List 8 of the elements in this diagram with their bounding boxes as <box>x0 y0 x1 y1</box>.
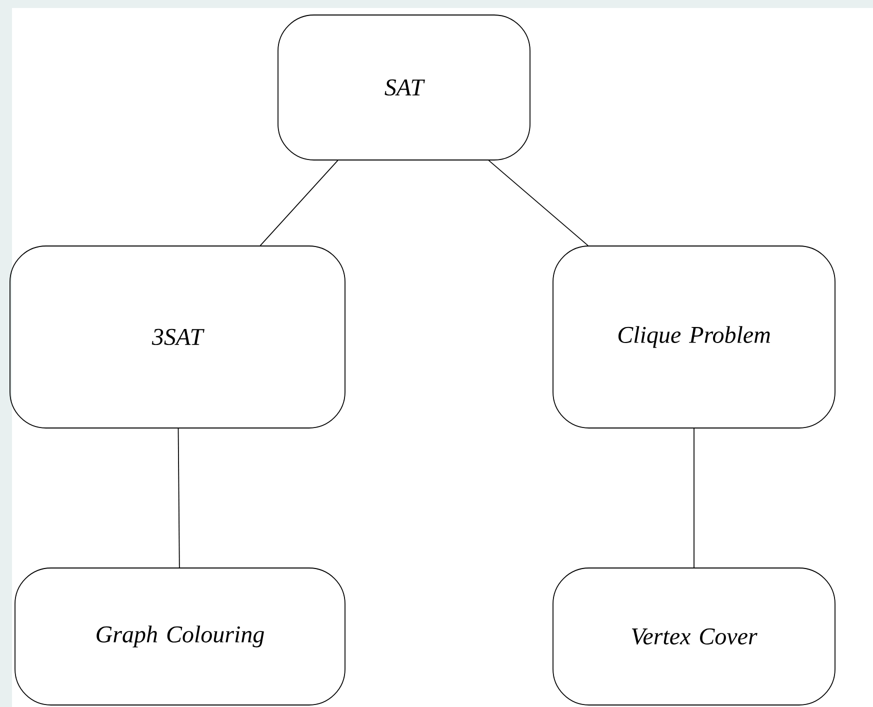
rounded-box: 3SAT <box>10 246 346 428</box>
rounded-box: Clique Problem <box>552 246 836 428</box>
rounded-box: Graph Colouring <box>14 568 346 706</box>
connector-line <box>488 160 588 246</box>
connector-line <box>178 428 180 568</box>
connector-line <box>260 160 338 246</box>
rounded-box: SAT <box>278 14 530 160</box>
rounded-box: Vertex Cover <box>552 568 836 706</box>
